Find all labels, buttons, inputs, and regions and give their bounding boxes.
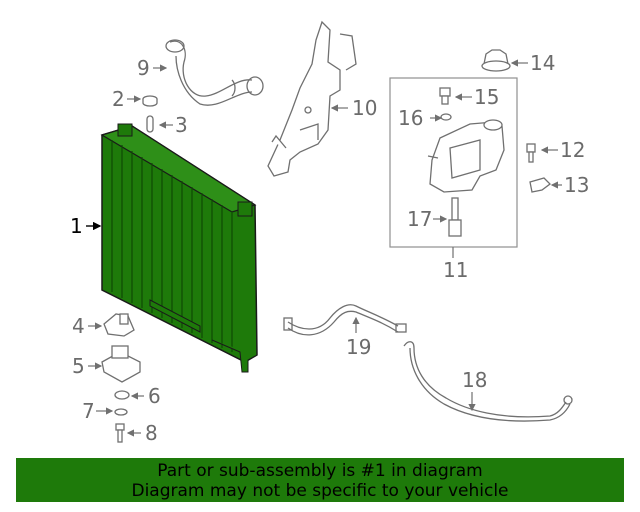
banner-line-2: Diagram may not be specific to your vehi… xyxy=(131,481,509,501)
callout-10[interactable]: 10 xyxy=(352,96,378,120)
leader-lines xyxy=(88,59,562,437)
callout-11[interactable]: 11 xyxy=(443,258,469,282)
pin-part xyxy=(146,115,154,133)
hose-19-part xyxy=(283,304,407,336)
callout-8[interactable]: 8 xyxy=(145,421,158,445)
callout-18[interactable]: 18 xyxy=(462,368,488,392)
callout-16[interactable]: 16 xyxy=(398,106,424,130)
washer-7-part xyxy=(114,408,128,416)
callout-17[interactable]: 17 xyxy=(407,207,433,231)
callout-7[interactable]: 7 xyxy=(82,399,95,423)
callout-13[interactable]: 13 xyxy=(564,173,590,197)
notice-banner: Part or sub-assembly is #1 in diagram Di… xyxy=(16,458,624,502)
callout-3[interactable]: 3 xyxy=(175,113,188,137)
callout-4[interactable]: 4 xyxy=(72,314,85,338)
washer-6-part xyxy=(114,390,130,400)
cap-part xyxy=(481,49,511,72)
upper-mount-part xyxy=(103,313,135,337)
callout-12[interactable]: 12 xyxy=(560,138,586,162)
grommet-part xyxy=(142,95,158,107)
shroud-bracket-part xyxy=(267,20,357,177)
upper-hose-part xyxy=(165,39,264,106)
lower-mount-part xyxy=(101,345,141,383)
callout-14[interactable]: 14 xyxy=(530,51,556,75)
reservoir-cap-part xyxy=(439,87,451,105)
callout-2[interactable]: 2 xyxy=(112,87,125,111)
callout-9[interactable]: 9 xyxy=(137,56,150,80)
hose-18-part xyxy=(403,341,573,422)
banner-line-1: Part or sub-assembly is #1 in diagram xyxy=(157,461,483,481)
callout-19[interactable]: 19 xyxy=(346,335,372,359)
callout-5[interactable]: 5 xyxy=(72,354,85,378)
radiator-part xyxy=(100,123,258,373)
callout-1[interactable]: 1 xyxy=(70,214,83,238)
clip-part xyxy=(529,177,551,193)
callout-15[interactable]: 15 xyxy=(474,85,500,109)
o-ring-part xyxy=(440,113,452,121)
bolt-8-part xyxy=(115,423,125,443)
coolant-reservoir-part xyxy=(427,119,505,193)
bolt-part xyxy=(526,143,536,163)
callout-6[interactable]: 6 xyxy=(148,384,161,408)
level-sensor-part xyxy=(448,197,462,237)
